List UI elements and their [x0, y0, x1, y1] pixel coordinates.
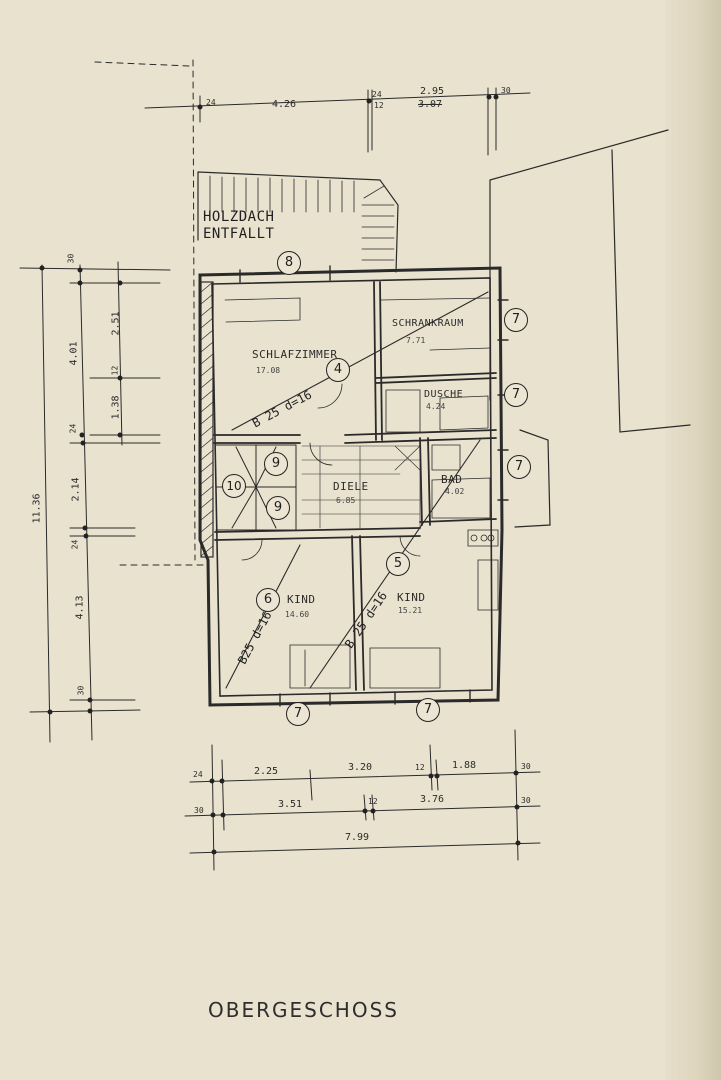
- dim-left-413: 4.13: [74, 595, 86, 620]
- marker-8: 8: [277, 251, 301, 275]
- outer-wall-inner: [211, 277, 493, 697]
- dim-top-12: 12: [374, 101, 384, 110]
- marker-6: 6: [256, 588, 280, 612]
- roof-slats: [209, 175, 395, 261]
- dim-left-30b: 30: [76, 685, 86, 696]
- marker-10: 10: [222, 474, 246, 498]
- dim-top-30: 30: [501, 86, 511, 95]
- dim-bottom-351: 3.51: [278, 799, 303, 810]
- dim-bottom-row2-30a: 30: [194, 806, 204, 815]
- dim-bottom-188: 1.88: [452, 760, 477, 771]
- dim-top-307-struck: 3.07: [418, 99, 443, 110]
- room-name-schlafzimmer: SCHLAFZIMMER: [252, 348, 338, 361]
- room-name-kind-east: KIND: [397, 591, 426, 604]
- dim-line-top: [144, 87, 531, 156]
- marker-4: 4: [326, 358, 350, 382]
- dim-bottom-row2-12: 12: [368, 797, 378, 806]
- dim-left-251: 2.51: [110, 311, 122, 336]
- beam-diagonal-1: [231, 291, 489, 431]
- room-name-kind-west: KIND: [287, 593, 316, 606]
- windows: [239, 265, 509, 707]
- dashed-guides: [94, 59, 206, 566]
- beam-diagonal-3: [225, 544, 301, 689]
- dim-top-295: 2.95: [420, 86, 445, 97]
- dim-top-24b: 24: [372, 90, 382, 99]
- dim-left-24b: 24: [70, 539, 80, 550]
- dim-line-left: [19, 261, 171, 743]
- door-swings: [241, 383, 421, 561]
- room-area-bad: 4.02: [445, 487, 465, 496]
- room-area-schlafzimmer: 17.08: [256, 366, 281, 375]
- dim-bottom-799: 7.99: [345, 832, 370, 843]
- room-area-kind-west: 14.60: [285, 610, 310, 619]
- wooden-roof: [197, 171, 399, 273]
- dim-left-401: 4.01: [68, 341, 80, 366]
- dim-bottom-225: 2.25: [254, 766, 279, 777]
- dim-left-138: 1.38: [110, 395, 122, 420]
- dim-bottom-12: 12: [415, 763, 425, 772]
- dim-bottom-30: 30: [521, 762, 531, 771]
- room-area-schrankraum: 7.71: [406, 336, 426, 345]
- marker-9-upper: 9: [264, 452, 288, 476]
- room-name-bad: BAD: [441, 473, 463, 486]
- spiral-stair: [215, 444, 297, 531]
- page-edge: [665, 0, 721, 1080]
- marker-7-dusche: 7: [504, 383, 528, 407]
- room-name-schrankraum: SCHRANKRAUM: [392, 318, 464, 329]
- west-wall-hatch-lines: [200, 281, 214, 557]
- room-area-dusche: 4.24: [426, 402, 446, 411]
- roof-note-line1: HOLZDACH: [203, 209, 275, 225]
- dim-left-30a: 30: [66, 253, 76, 264]
- dim-bottom-24: 24: [193, 770, 203, 779]
- dim-left-24a: 24: [68, 423, 78, 434]
- marker-7-bad: 7: [507, 455, 531, 479]
- roof-note-line2: ENTFALLT: [203, 226, 275, 242]
- dim-left-12: 12: [110, 365, 120, 376]
- marker-5: 5: [386, 552, 410, 576]
- room-area-kind-east: 15.21: [398, 606, 423, 615]
- dim-line-bottom: [184, 729, 541, 871]
- dim-top-426: 4.26: [272, 99, 297, 110]
- dim-bottom-320: 3.20: [348, 762, 373, 773]
- floor-title: OBERGESCHOSS: [208, 998, 399, 1022]
- dim-bottom-row2-30b: 30: [521, 796, 531, 805]
- room-name-dusche: DUSCHE: [424, 389, 464, 400]
- dim-left-214: 2.14: [70, 477, 82, 502]
- diele-grid: [301, 445, 421, 529]
- dim-bottom-376: 3.76: [420, 794, 445, 805]
- dim-left-1136: 11.36: [31, 493, 43, 524]
- marker-7-south-west: 7: [286, 702, 310, 726]
- marker-7-schrankraum: 7: [504, 308, 528, 332]
- room-area-diele: 6.85: [336, 496, 356, 505]
- dim-top-24a: 24: [206, 98, 216, 107]
- room-name-diele: DIELE: [333, 480, 369, 493]
- marker-7-south-east: 7: [416, 698, 440, 722]
- marker-9-lower: 9: [266, 496, 290, 520]
- west-wall-hatch: [200, 281, 214, 558]
